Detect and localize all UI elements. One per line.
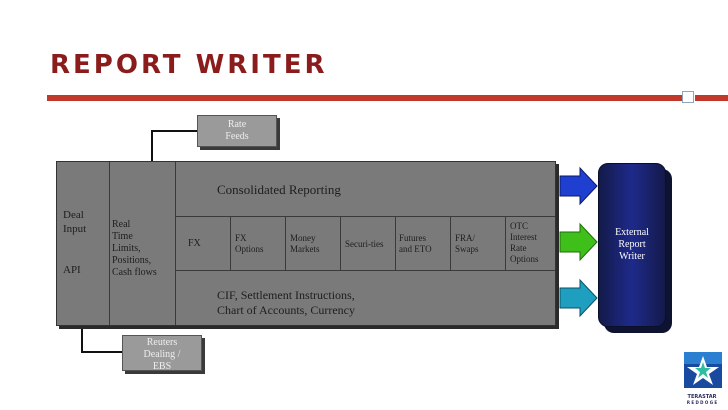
product-line: Options [510,254,539,264]
teal-arrow [559,278,598,318]
product-line: FX [188,238,201,249]
api-label: API [63,264,81,276]
title-rule-box [682,91,694,103]
product-line: FX [235,233,247,243]
deal-input-line: Input [63,223,87,235]
reuters-connector [81,322,122,353]
reuters-line: Dealing / [143,349,181,360]
product-divider [505,216,506,271]
external-line: Writer [619,251,645,262]
consolidated-reporting-label: Consolidated Reporting [217,182,341,197]
terastar-logo [684,352,722,388]
rate-feeds-box: Rate Feeds [197,115,277,147]
positions-line: Cash flows [112,267,157,278]
rate-feeds-line: Feeds [225,131,249,142]
product-line: FRA/ [455,233,476,243]
external-report-writer: External Report Writer [598,163,666,327]
product-divider [340,216,341,271]
product-line: OTC [510,221,528,231]
reuters-feed-box: Reuters Dealing / EBS [122,335,202,371]
deal-input-label: Deal Input [63,208,86,236]
product-divider [230,216,231,271]
rate-feeds-connector [151,130,197,163]
product-line: Money [290,233,316,243]
reuters-line: EBS [152,361,172,371]
product-line: Options [235,244,264,254]
logo-subtext: R E D D O G E [686,400,718,405]
positions-line: Limits, [112,243,141,254]
product-money-markets: Money Markets [290,233,320,255]
title-rule-right [695,95,728,101]
divider-positions [175,162,176,325]
product-divider [395,216,396,271]
slide-title: REPORT WRITER [50,50,328,80]
logo-text: TERASTAR R E D D O G E [677,394,727,406]
system-frame: Deal Input API Real Time Limits, Positio… [56,161,556,326]
product-line: and ETO [399,244,432,254]
reuters-line: Reuters [146,337,178,348]
product-fx-options: FX Options [235,233,264,255]
product-line: Interest [510,232,537,242]
logo-name: TERASTAR [687,394,717,400]
external-line: Report [618,239,646,250]
product-futures: Futures and ETO [399,233,432,255]
static-data-label: CIF, Settlement Instructions, Chart of A… [217,288,355,318]
external-line: External [615,227,649,238]
title-rule-left [47,95,684,101]
product-securities: Securi-ties [345,239,384,250]
product-line: Rate [510,243,527,253]
green-arrow [559,222,598,262]
product-line: Markets [290,244,320,254]
positions-label: Real Time Limits, Positions, Cash flows [112,219,157,279]
divider-bottom [175,270,555,271]
product-line: Futures [399,233,426,243]
product-divider [285,216,286,271]
product-line: Swaps [455,244,479,254]
product-otc: OTC Interest Rate Options [510,221,539,265]
positions-line: Real [112,219,131,230]
divider-left [109,162,110,325]
product-divider [450,216,451,271]
rate-feeds-line: Rate [227,119,247,130]
product-fx: FX [188,238,201,250]
static-data-line: CIF, Settlement Instructions, [217,288,355,302]
blue-arrow [559,166,598,206]
positions-line: Positions, [112,255,152,266]
product-line: Securi-ties [345,239,384,249]
divider-top [175,216,555,217]
product-fra-swaps: FRA/ Swaps [455,233,479,255]
static-data-line: Chart of Accounts, Currency [217,303,355,317]
positions-line: Time [112,231,133,242]
deal-input-line: Deal [63,209,84,221]
